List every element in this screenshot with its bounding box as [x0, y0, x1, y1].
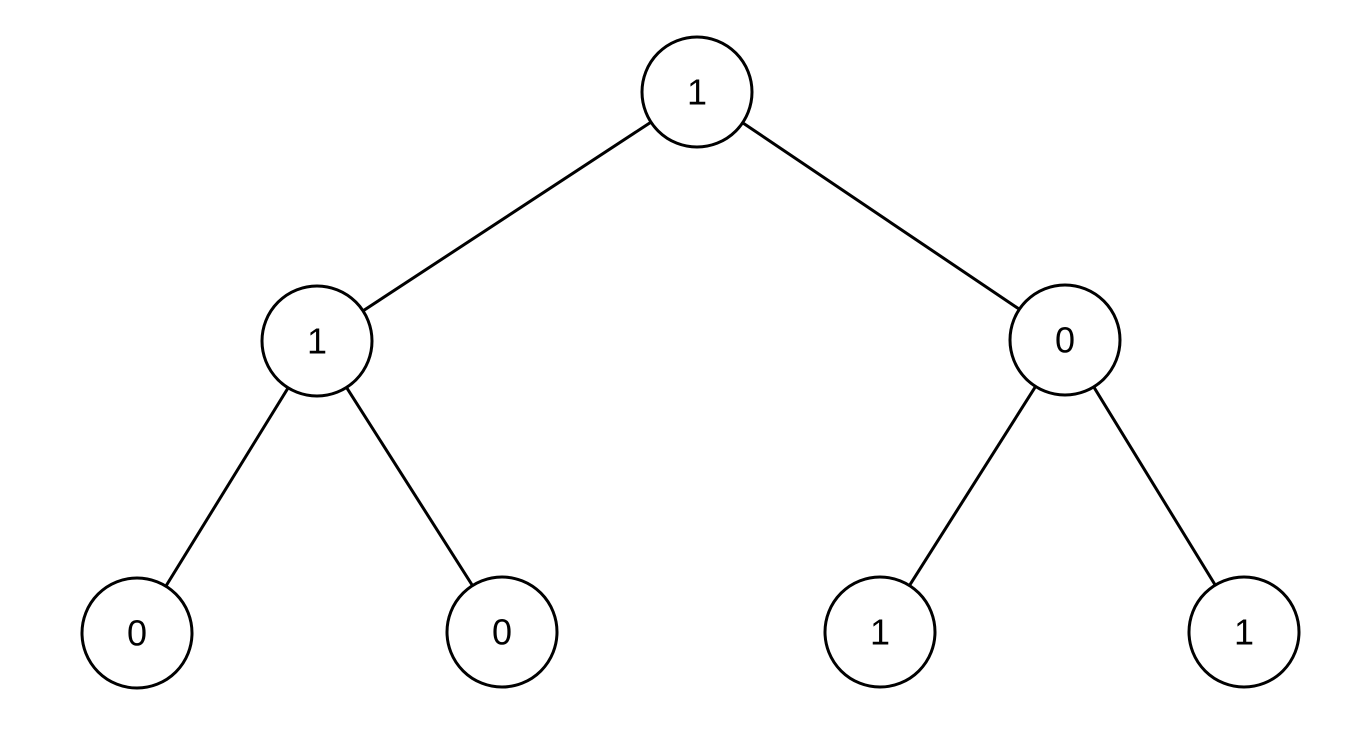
node-label-l: 1 — [307, 321, 327, 362]
tree-node-rl: 1 — [823, 575, 937, 689]
tree-edge-root-r — [696, 90, 1066, 342]
node-label-root: 1 — [687, 72, 707, 113]
tree-node-lr: 0 — [445, 575, 559, 689]
tree-node-circle-lr — [445, 575, 559, 689]
tree-edge-l-lr — [315, 340, 504, 633]
tree-node-circle-root — [640, 35, 754, 149]
tree-node-l: 1 — [260, 284, 374, 398]
node-label-ll: 0 — [127, 613, 147, 654]
tree-node-root: 1 — [640, 35, 754, 149]
tree-edge-l-ll — [135, 340, 319, 634]
tree-node-circle-r — [1008, 283, 1122, 397]
tree-node-rr: 1 — [1187, 575, 1301, 689]
tree-node-circle-ll — [80, 576, 194, 690]
tree-node-ll: 0 — [80, 576, 194, 690]
node-label-lr: 0 — [492, 612, 512, 653]
tree-edge-r-rl — [878, 339, 1067, 633]
tree-node-circle-rl — [823, 575, 937, 689]
tree-edge-r-rr — [1063, 339, 1246, 633]
tree-node-circle-rr — [1187, 575, 1301, 689]
node-label-r: 0 — [1055, 320, 1075, 361]
node-label-rr: 1 — [1234, 612, 1254, 653]
tree-node-circle-l — [260, 284, 374, 398]
tree-edge-root-l — [316, 90, 698, 343]
node-label-rl: 1 — [870, 612, 890, 653]
tree-node-r: 0 — [1008, 283, 1122, 397]
